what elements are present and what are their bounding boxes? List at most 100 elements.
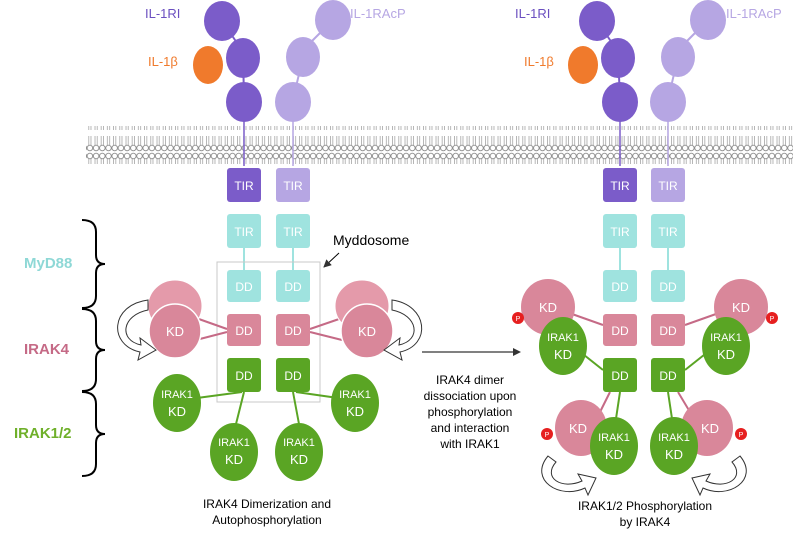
irak4-kd bbox=[148, 303, 202, 359]
dd-label: DD bbox=[284, 369, 302, 383]
myd88-side-label: MyD88 bbox=[24, 255, 72, 272]
irak1-kd bbox=[702, 317, 750, 375]
tir-label: TIR bbox=[283, 179, 303, 193]
il1racp-domain bbox=[286, 37, 320, 77]
rotation-arrow bbox=[383, 299, 423, 361]
irak1-kd bbox=[590, 417, 638, 475]
il1ri-domain bbox=[601, 38, 635, 78]
il1ri-domain bbox=[226, 82, 262, 122]
il1b-label: IL-1β bbox=[524, 54, 554, 69]
il1racp-label: IL-1RAcP bbox=[726, 6, 782, 21]
kd-label: KD bbox=[605, 447, 623, 462]
phospho-group bbox=[512, 312, 524, 324]
phospho-group bbox=[766, 312, 778, 324]
irak1-kd bbox=[210, 423, 258, 481]
myd88-tir bbox=[276, 214, 310, 248]
irak1-label: IRAK1 bbox=[339, 389, 371, 401]
dd-label: DD bbox=[659, 324, 677, 338]
dd-label: DD bbox=[659, 369, 677, 383]
il1b-ligand bbox=[193, 46, 223, 84]
right-caption-line1: IRAK1/2 Phosphorylation bbox=[578, 499, 712, 513]
kd-label: KD bbox=[539, 300, 557, 315]
irak1-label: IRAK1 bbox=[598, 432, 630, 444]
myd88-dd bbox=[651, 270, 685, 302]
il1racp-tir bbox=[651, 168, 685, 202]
irak1-label: IRAK1 bbox=[547, 332, 579, 344]
il1ri-tir bbox=[227, 168, 261, 202]
irak1-dd bbox=[651, 358, 685, 392]
tir-label: TIR bbox=[610, 179, 630, 193]
left-caption-line2: Autophosphorylation bbox=[212, 513, 321, 527]
phospho-group bbox=[541, 428, 553, 440]
irak1-dd bbox=[227, 358, 261, 392]
dd-label: DD bbox=[611, 369, 629, 383]
phospho-label: P bbox=[516, 316, 521, 323]
il1ri-domain bbox=[226, 38, 260, 78]
irak4-dd bbox=[603, 314, 637, 346]
myd88-tir bbox=[603, 214, 637, 248]
dd-label: DD bbox=[235, 369, 253, 383]
transition-line1: IRAK4 dimer bbox=[436, 373, 504, 387]
il1racp-domain bbox=[650, 82, 686, 122]
kd-label: KD bbox=[225, 452, 243, 467]
phosphorylation-arrow bbox=[541, 455, 597, 497]
irak1-label: IRAK1 bbox=[658, 432, 690, 444]
tir-label: TIR bbox=[283, 225, 303, 239]
transition-line3: phosphorylation bbox=[428, 405, 513, 419]
kd-label: KD bbox=[665, 447, 683, 462]
rotation-arrow bbox=[117, 299, 157, 361]
left-panel: IL-1RI IL-1RAcP IL-1β TIR TIR TIR TIR My… bbox=[117, 0, 423, 527]
il1b-label: IL-1β bbox=[148, 54, 178, 69]
il1racp-domain bbox=[661, 37, 695, 77]
irak1-label: IRAK1 bbox=[161, 389, 193, 401]
kd-label: KD bbox=[732, 300, 750, 315]
irak1-kd bbox=[650, 417, 698, 475]
phospho-label: P bbox=[545, 432, 550, 439]
phospho-label: P bbox=[770, 316, 775, 323]
bracket bbox=[81, 308, 106, 392]
myd88-tir bbox=[227, 214, 261, 248]
irak1-label: IRAK1 bbox=[218, 437, 250, 449]
myddosome-box bbox=[216, 261, 321, 403]
cell-membrane bbox=[86, 126, 793, 164]
irak1-kd bbox=[539, 317, 587, 375]
il1ri-label: IL-1RI bbox=[515, 6, 550, 21]
transition-line2: dissociation upon bbox=[424, 389, 517, 403]
transition-line5: with IRAK1 bbox=[439, 437, 500, 451]
myd88-dd bbox=[227, 270, 261, 302]
right-panel: IL-1RI IL-1RAcP IL-1β TIR TIR TIR TIR DD… bbox=[512, 0, 782, 529]
kd-label: KD bbox=[290, 452, 308, 467]
tir-label: TIR bbox=[610, 225, 630, 239]
irak1-dd bbox=[276, 358, 310, 392]
irak4-dd bbox=[276, 314, 310, 346]
il1ri-label: IL-1RI bbox=[145, 6, 180, 21]
dd-label: DD bbox=[235, 280, 253, 294]
irak4-kd bbox=[340, 303, 394, 359]
il1ri-domain bbox=[204, 1, 240, 41]
dd-label: DD bbox=[611, 324, 629, 338]
kd-label: KD bbox=[717, 347, 735, 362]
tir-label: TIR bbox=[658, 179, 678, 193]
dd-label: DD bbox=[284, 324, 302, 338]
kd-label: KD bbox=[346, 404, 364, 419]
dd-label: DD bbox=[235, 324, 253, 338]
irak4-dd bbox=[651, 314, 685, 346]
irak4-side-label: IRAK4 bbox=[24, 341, 70, 358]
irak12-side-label: IRAK1/2 bbox=[14, 425, 72, 442]
irak1-kd bbox=[331, 374, 379, 432]
irak4-dd bbox=[227, 314, 261, 346]
kd-label: KD bbox=[168, 404, 186, 419]
irak1-kd bbox=[153, 374, 201, 432]
il1racp-label: IL-1RAcP bbox=[350, 6, 406, 21]
myd88-dd bbox=[603, 270, 637, 302]
kd-label: KD bbox=[554, 347, 572, 362]
bracket bbox=[81, 219, 106, 309]
transition: IRAK4 dimer dissociation upon phosphoryl… bbox=[422, 348, 521, 451]
dd-label: DD bbox=[284, 280, 302, 294]
left-caption-line1: IRAK4 Dimerization and bbox=[203, 497, 331, 511]
kd-label: KD bbox=[569, 421, 587, 436]
dd-label: DD bbox=[659, 280, 677, 294]
il1racp-domain bbox=[275, 82, 311, 122]
myd88-dd bbox=[276, 270, 310, 302]
right-caption-line2: by IRAK4 bbox=[620, 515, 671, 529]
